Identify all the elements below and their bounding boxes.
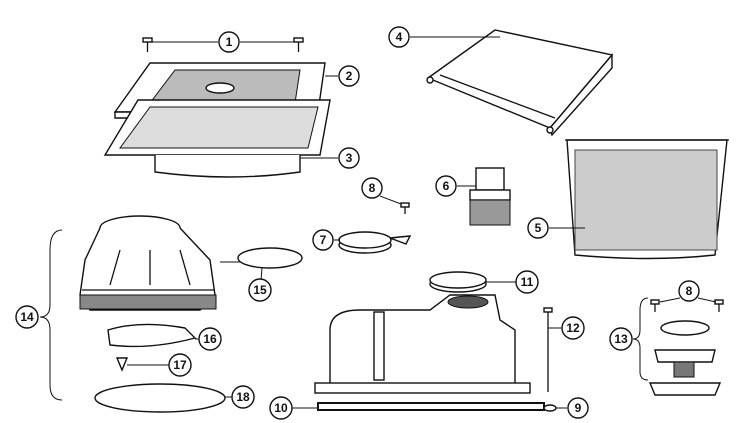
- part-basket: [549, 139, 729, 260]
- callout-8-top: 8: [361, 177, 383, 199]
- svg-text:9: 9: [575, 401, 582, 415]
- callout-8-right: 8: [678, 280, 700, 302]
- callout-13: 13: [609, 327, 633, 351]
- part-housing: [292, 294, 545, 411]
- callout-15: 15: [248, 278, 272, 302]
- part-plate-16: [107, 323, 199, 348]
- callout-3: 3: [338, 147, 360, 169]
- callout-12: 12: [561, 316, 585, 340]
- svg-text:7: 7: [320, 233, 327, 247]
- svg-text:8: 8: [686, 284, 693, 298]
- callout-4: 4: [388, 26, 410, 48]
- part-screw-17: [115, 357, 169, 372]
- part-gasket-15: [237, 247, 303, 281]
- svg-text:18: 18: [236, 390, 250, 404]
- svg-text:11: 11: [521, 275, 534, 289]
- svg-text:10: 10: [274, 401, 288, 415]
- callout-5: 5: [527, 217, 549, 239]
- part-frame: [103, 99, 338, 178]
- part-weir: [410, 29, 614, 137]
- callout-10: 10: [269, 396, 293, 420]
- part-skimmer-top: [79, 215, 245, 311]
- callout-1: 1: [218, 31, 240, 53]
- part-cover-7: [334, 231, 412, 254]
- callout-7: 7: [312, 229, 334, 251]
- svg-text:12: 12: [566, 321, 580, 335]
- callout-17: 17: [168, 353, 192, 377]
- svg-text:13: 13: [614, 332, 628, 346]
- part-washer-9: [543, 404, 567, 412]
- callout-14: 14: [15, 305, 39, 329]
- callout-2: 2: [338, 65, 360, 87]
- callout-18: 18: [231, 385, 255, 409]
- bracket-14: [39, 229, 63, 401]
- part-screw-8: [379, 195, 410, 214]
- part-screws-1: [142, 37, 304, 52]
- callout-9: 9: [567, 397, 589, 419]
- svg-text:6: 6: [443, 179, 450, 193]
- callout-16: 16: [198, 327, 222, 351]
- svg-text:15: 15: [253, 283, 267, 297]
- callout-11: 11: [515, 270, 539, 294]
- svg-text:16: 16: [203, 332, 217, 346]
- part-fitting: [457, 167, 511, 226]
- part-oring-18: [94, 383, 232, 413]
- svg-text:14: 14: [20, 310, 34, 324]
- svg-text:8: 8: [369, 181, 376, 195]
- callout-6: 6: [435, 175, 457, 197]
- svg-text:5: 5: [535, 221, 542, 235]
- svg-text:1: 1: [226, 35, 233, 49]
- part-valve-13: [632, 297, 724, 396]
- svg-text:17: 17: [173, 358, 187, 372]
- part-lid-11: [429, 271, 516, 293]
- svg-text:4: 4: [396, 30, 403, 44]
- svg-text:2: 2: [346, 69, 353, 83]
- svg-text:3: 3: [346, 151, 353, 165]
- part-bolt-12: [543, 307, 562, 392]
